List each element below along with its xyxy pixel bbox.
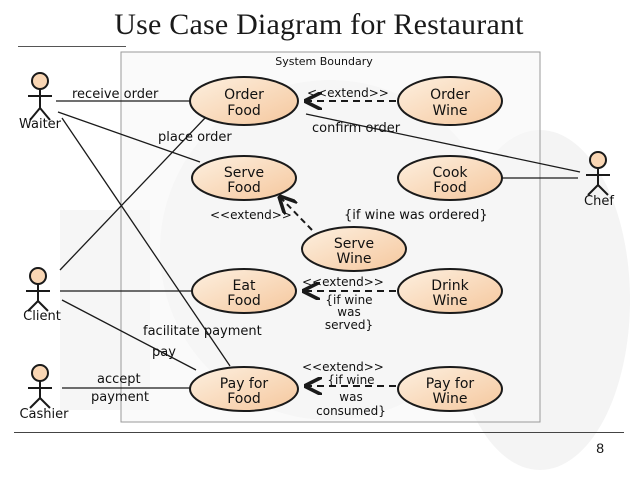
condition-wine-consumed-line: was — [339, 390, 362, 404]
use-case-order-wine: Order Wine — [397, 76, 503, 126]
use-case-label: Food — [433, 180, 467, 196]
page-number: 8 — [596, 440, 604, 456]
use-case-label: Food — [227, 293, 261, 309]
use-case-pay-for-wine: Pay for Wine — [397, 366, 503, 412]
condition-wine-served-line: was — [337, 305, 360, 319]
system-boundary-label: System Boundary — [275, 55, 373, 68]
use-case-label: Pay for — [426, 376, 475, 392]
use-case-label: Drink — [431, 278, 469, 294]
condition-wine-served-line: served} — [325, 318, 373, 332]
extend-label-drink-wine: <<extend>> — [302, 275, 384, 289]
extend-label-order-wine: <<extend>> — [307, 86, 389, 100]
actor-chef — [586, 151, 610, 196]
use-case-eat-food: Eat Food — [191, 268, 297, 314]
condition-wine-served-line: {if wine — [325, 293, 372, 307]
line-waiter-pay-for-food — [61, 117, 231, 367]
footer-rule — [14, 432, 624, 433]
condition-wine-consumed-line: {if wine — [327, 373, 374, 387]
use-case-label: Eat — [233, 278, 256, 294]
actor-label-chef: Chef — [584, 194, 614, 209]
extend-serve-wine — [280, 197, 313, 231]
actor-client — [26, 267, 50, 312]
edge-label-pay: pay — [152, 345, 176, 360]
title-underline — [18, 46, 126, 47]
use-case-label: Serve — [224, 165, 264, 181]
actor-cashier — [28, 364, 52, 409]
use-case-pay-for-food: Pay for Food — [189, 366, 299, 412]
edge-label-receive-order: receive order — [72, 87, 159, 102]
slide-title: Use Case Diagram for Restaurant — [114, 8, 524, 41]
use-case-drink-wine: Drink Wine — [397, 268, 503, 314]
actor-label-client: Client — [23, 309, 61, 324]
extend-label-serve-wine: <<extend>> — [210, 208, 292, 222]
edge-label-accept: accept — [97, 372, 141, 387]
actor-label-cashier: Cashier — [19, 407, 69, 422]
use-case-label: Pay for — [220, 376, 269, 392]
use-case-label: Serve — [334, 236, 374, 252]
association-lines — [56, 100, 581, 389]
extend-arrows — [280, 101, 396, 386]
use-case-label: Wine — [433, 103, 468, 119]
line-client-order-food — [59, 117, 206, 271]
actor-head-icon — [31, 72, 49, 90]
use-case-label: Cook — [432, 165, 468, 181]
edge-label-facilitate-payment: facilitate payment — [143, 324, 262, 339]
line-chef-order-food — [305, 113, 581, 173]
use-case-label: Wine — [337, 251, 372, 267]
actor-label-waiter: Waiter — [19, 117, 62, 132]
use-case-label: Wine — [433, 293, 468, 309]
use-case-label: Order — [224, 87, 264, 103]
edge-label-payment: payment — [91, 390, 149, 405]
actor-head-icon — [29, 267, 47, 285]
edge-label-place-order: place order — [158, 130, 232, 145]
condition-wine-ordered: {if wine was ordered} — [344, 208, 488, 223]
use-case-label: Food — [227, 103, 261, 119]
line-client-pay-for-food — [61, 299, 197, 371]
line-waiter-serve-food — [57, 111, 201, 163]
edge-label-confirm-order: confirm order — [312, 121, 401, 136]
use-case-cook-food: Cook Food — [397, 155, 503, 201]
use-case-order-food: Order Food — [189, 76, 299, 126]
condition-wine-consumed-line: consumed} — [316, 404, 386, 418]
use-case-serve-food: Serve Food — [191, 155, 297, 201]
actor-head-icon — [31, 364, 49, 382]
actor-head-icon — [589, 151, 607, 169]
use-case-serve-wine: Serve Wine — [301, 226, 407, 272]
use-case-label: Food — [227, 391, 261, 407]
extend-label-pay-for-wine: <<extend>> — [302, 360, 384, 374]
use-case-label: Food — [227, 180, 261, 196]
use-case-label: Order — [430, 87, 470, 103]
use-case-label: Wine — [433, 391, 468, 407]
actor-waiter — [28, 72, 52, 121]
